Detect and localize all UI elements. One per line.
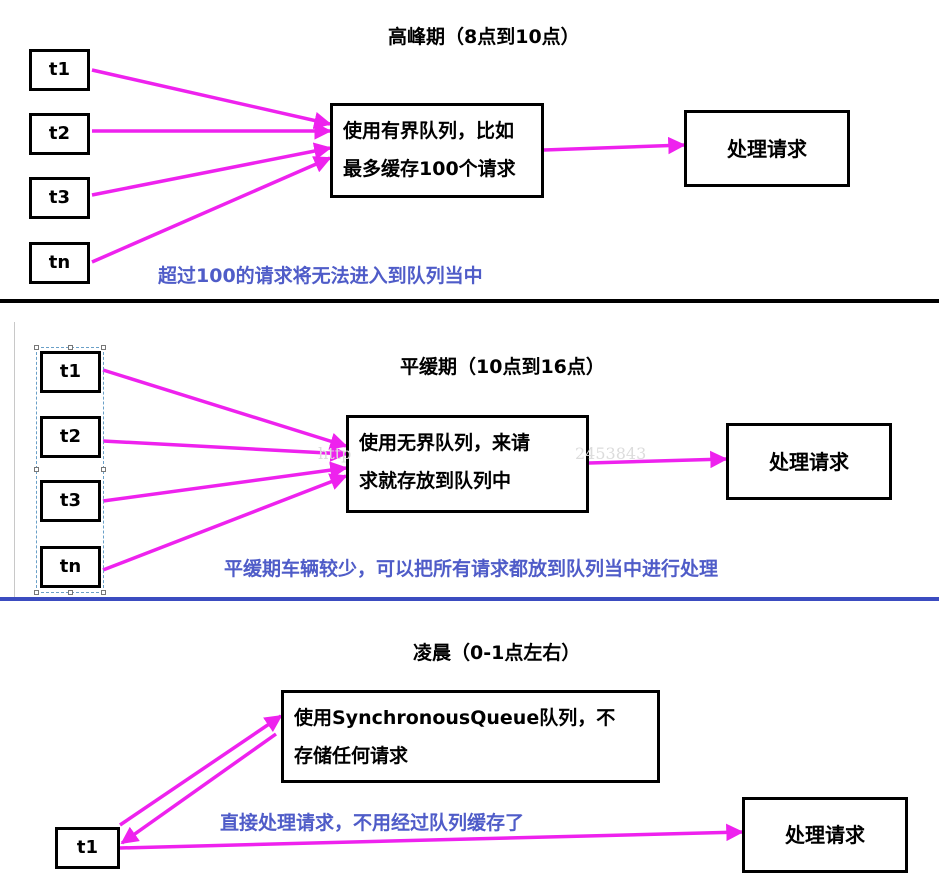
selection-handle-br[interactable] [101, 590, 106, 595]
arrow-s1-queue-to-process [543, 136, 686, 155]
watermark-left: http [318, 444, 352, 463]
section1-process-box: 处理请求 [684, 110, 850, 187]
section2-queue-line2: 求就存放到队列中 [359, 470, 512, 492]
arrow-s1-tn-to-queue [91, 156, 332, 264]
section3-queue-line1: 使用SynchronousQueue队列，不 [294, 707, 616, 729]
arrow-s2-t3-to-queue [102, 461, 348, 503]
arrow-s2-tn-to-queue [102, 473, 348, 572]
arrow-s1-t3-to-queue [91, 142, 332, 197]
arrow-s2-t1-to-queue [102, 368, 348, 450]
section2-note: 平缓期车辆较少，可以把所有请求都放到队列当中进行处理 [224, 558, 719, 580]
section2-thread-t2: t2 [40, 416, 101, 458]
section1-queue-line1: 使用有界队列，比如 [343, 120, 515, 142]
section2-thread-tn: tn [40, 546, 101, 588]
selection-handle-tr[interactable] [101, 345, 106, 350]
arrow-s3-queue-to-t1 [120, 732, 278, 845]
section2-queue-line1: 使用无界队列，来请 [359, 432, 531, 454]
section3-process-box: 处理请求 [742, 797, 908, 873]
section2-thread-t3: t3 [40, 480, 101, 522]
section3-queue-line2: 存储任何请求 [294, 745, 409, 767]
arrow-s2-t2-to-queue [102, 439, 348, 462]
selection-handle-ml[interactable] [34, 467, 39, 472]
section1-thread-t3: t3 [29, 177, 90, 219]
arrow-s3-t1-to-queue [119, 714, 283, 827]
selection-handle-tm[interactable] [68, 345, 73, 350]
section3-synchronous-queue-box: 使用SynchronousQueue队列，不 存储任何请求 [281, 690, 660, 783]
section3-thread-t1: t1 [55, 827, 120, 869]
section3-title: 凌晨（0-1点左右） [413, 642, 581, 664]
selection-handle-bm[interactable] [68, 590, 73, 595]
section1-thread-t2: t2 [29, 113, 90, 155]
left-guide-line [14, 322, 15, 597]
section1-thread-tn: tn [29, 242, 90, 284]
watermark-right: 2453843 [575, 444, 647, 463]
arrow-s3-t1-to-process [119, 823, 744, 850]
section3-note: 直接处理请求，不用经过队列缓存了 [220, 812, 525, 834]
section1-title: 高峰期（8点到10点） [388, 26, 580, 48]
section1-bounded-queue-box: 使用有界队列，比如 最多缓存100个请求 [330, 103, 544, 198]
arrow-s1-t1-to-queue [91, 68, 332, 130]
section2-process-box: 处理请求 [726, 423, 892, 500]
selection-handle-bl[interactable] [34, 590, 39, 595]
selection-handle-mr[interactable] [101, 467, 106, 472]
section2-thread-t1: t1 [40, 351, 101, 393]
section-divider-bottom [0, 597, 939, 601]
section2-title: 平缓期（10点到16点） [400, 356, 605, 378]
selection-handle-tl[interactable] [34, 345, 39, 350]
section1-note: 超过100的请求将无法进入到队列当中 [158, 265, 483, 287]
section2-unbounded-queue-box: 使用无界队列，来请 求就存放到队列中 [346, 415, 589, 513]
section1-thread-t1: t1 [29, 49, 90, 91]
section1-queue-line2: 最多缓存100个请求 [343, 158, 516, 180]
arrow-s2-queue-to-process [588, 450, 728, 469]
section-divider-top [0, 299, 939, 303]
